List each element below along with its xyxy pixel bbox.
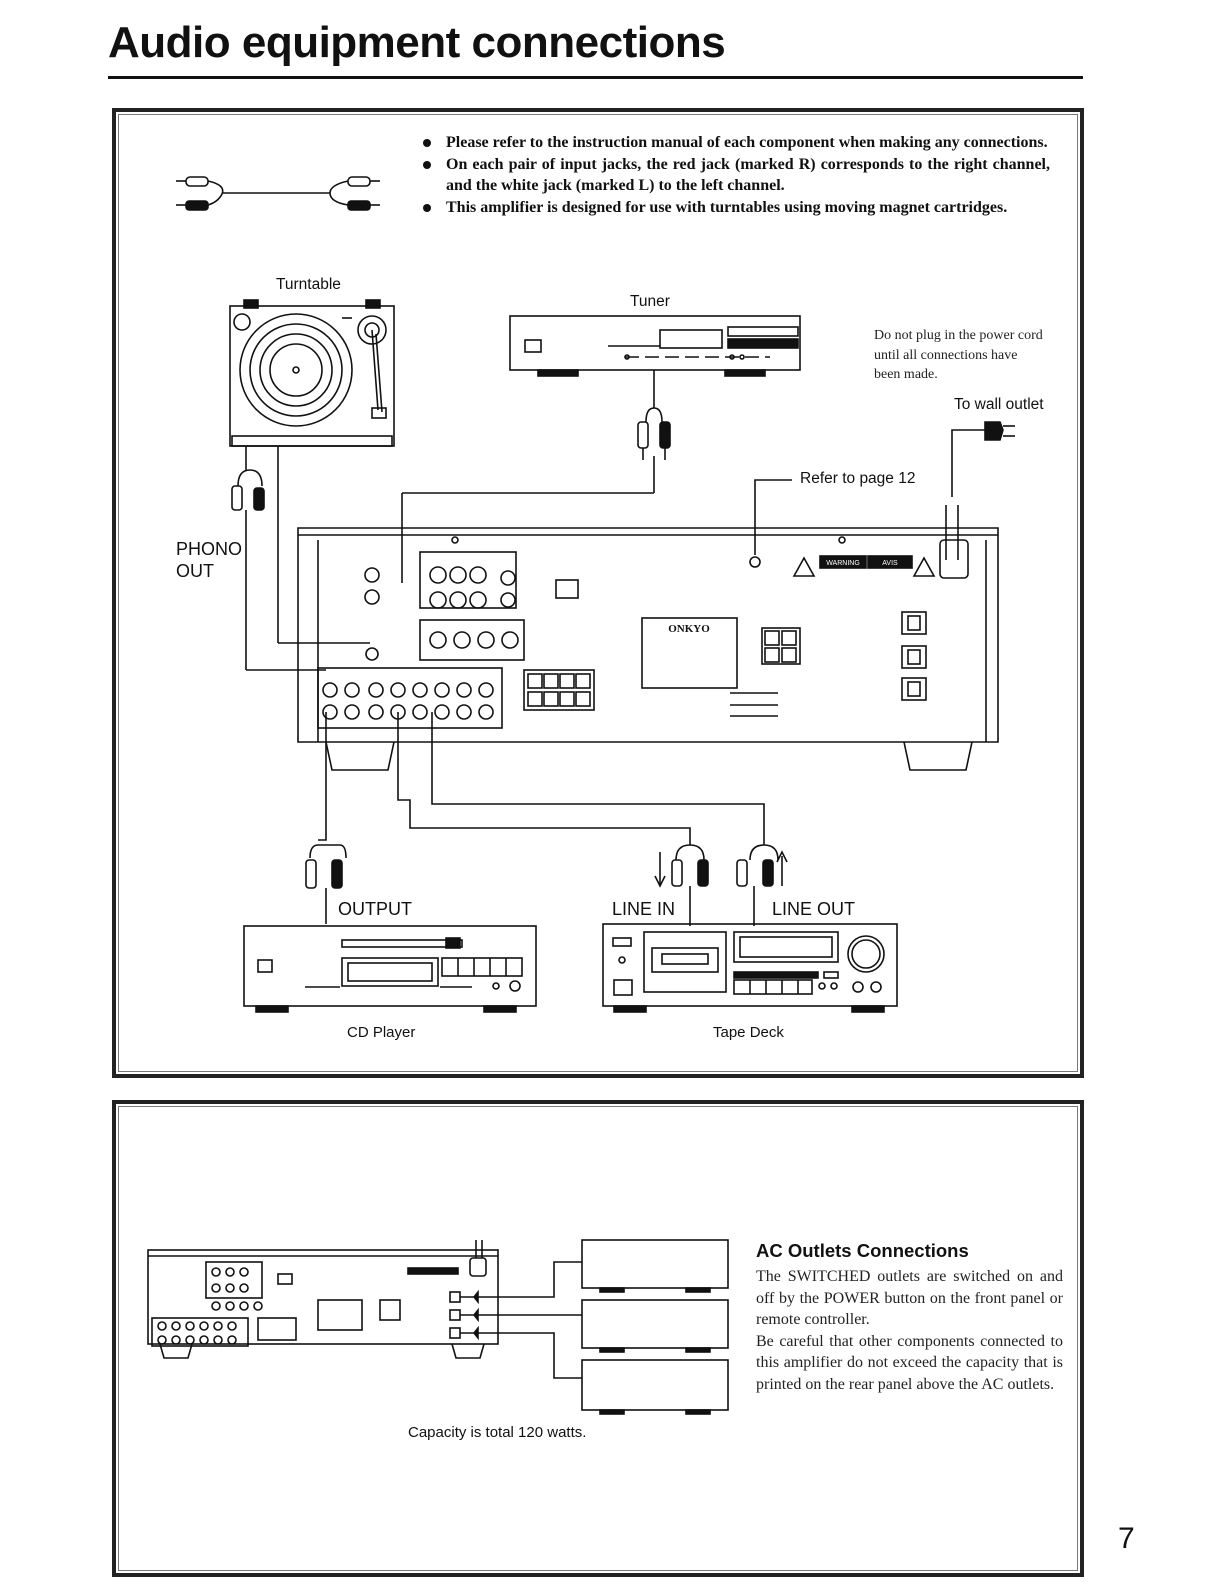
note-item: This amplifier is designed for use with … <box>420 197 1050 219</box>
ac-outlets-para1: The SWITCHED outlets are switched on and… <box>756 1268 1063 1328</box>
phono-out-line2: OUT <box>176 561 214 581</box>
power-cord <box>945 421 1015 560</box>
power-cord-note: Do not plug in the power cord until all … <box>874 328 1043 382</box>
cd-player-label: CD Player <box>347 1024 416 1041</box>
phono-out-line1: PHONO <box>176 539 243 559</box>
output-label: OUTPUT <box>338 899 412 919</box>
ac-outlets-title: AC Outlets Connections <box>756 1240 969 1261</box>
ac-outlet-wiring <box>460 1239 729 1415</box>
avis-label: AVIS <box>882 560 898 567</box>
ac-outlets-body: The SWITCHED outlets are switched on and… <box>756 1266 1063 1395</box>
tuner-cable <box>401 370 671 583</box>
capacity-note: Capacity is total 120 watts. <box>408 1424 587 1441</box>
turntable-device <box>229 299 395 447</box>
tuner-label: Tuner <box>630 293 670 310</box>
remote-control-lead <box>754 479 792 555</box>
refer-page-label: Refer to page 12 <box>800 470 916 487</box>
tape-deck-device <box>602 923 898 1013</box>
title-rule <box>108 76 1083 79</box>
ac-outlets-para2: Be careful that other components connect… <box>756 1332 1063 1393</box>
note-item: On each pair of input jacks, the red jac… <box>420 154 1050 197</box>
amplifier-rear-small <box>147 1240 499 1359</box>
wall-outlet-label: To wall outlet <box>954 396 1044 413</box>
notes-list: Please refer to the instruction manual o… <box>420 132 1050 218</box>
phono-out-label: PHONO OUT <box>176 538 242 582</box>
amplifier-rear-panel <box>297 527 999 771</box>
turntable-cable <box>231 446 370 671</box>
note-item: Please refer to the instruction manual o… <box>420 132 1050 154</box>
warning-label: WARNING <box>826 560 860 567</box>
brand-logo: ONKYO <box>668 623 710 635</box>
turntable-label: Turntable <box>276 276 341 293</box>
tape-deck-label: Tape Deck <box>713 1024 784 1041</box>
rca-cable-icon <box>176 176 380 211</box>
cd-player-device <box>243 925 537 1013</box>
line-in-label: LINE IN <box>612 899 676 919</box>
page-title: Audio equipment connections <box>108 18 726 67</box>
source-cables <box>305 712 788 926</box>
tuner-device <box>509 315 801 377</box>
line-out-label: LINE OUT <box>772 899 856 919</box>
page-number: 7 <box>1118 1522 1135 1555</box>
ac-outlets-panel <box>112 1100 1084 1577</box>
connections-panel <box>112 108 1084 1078</box>
